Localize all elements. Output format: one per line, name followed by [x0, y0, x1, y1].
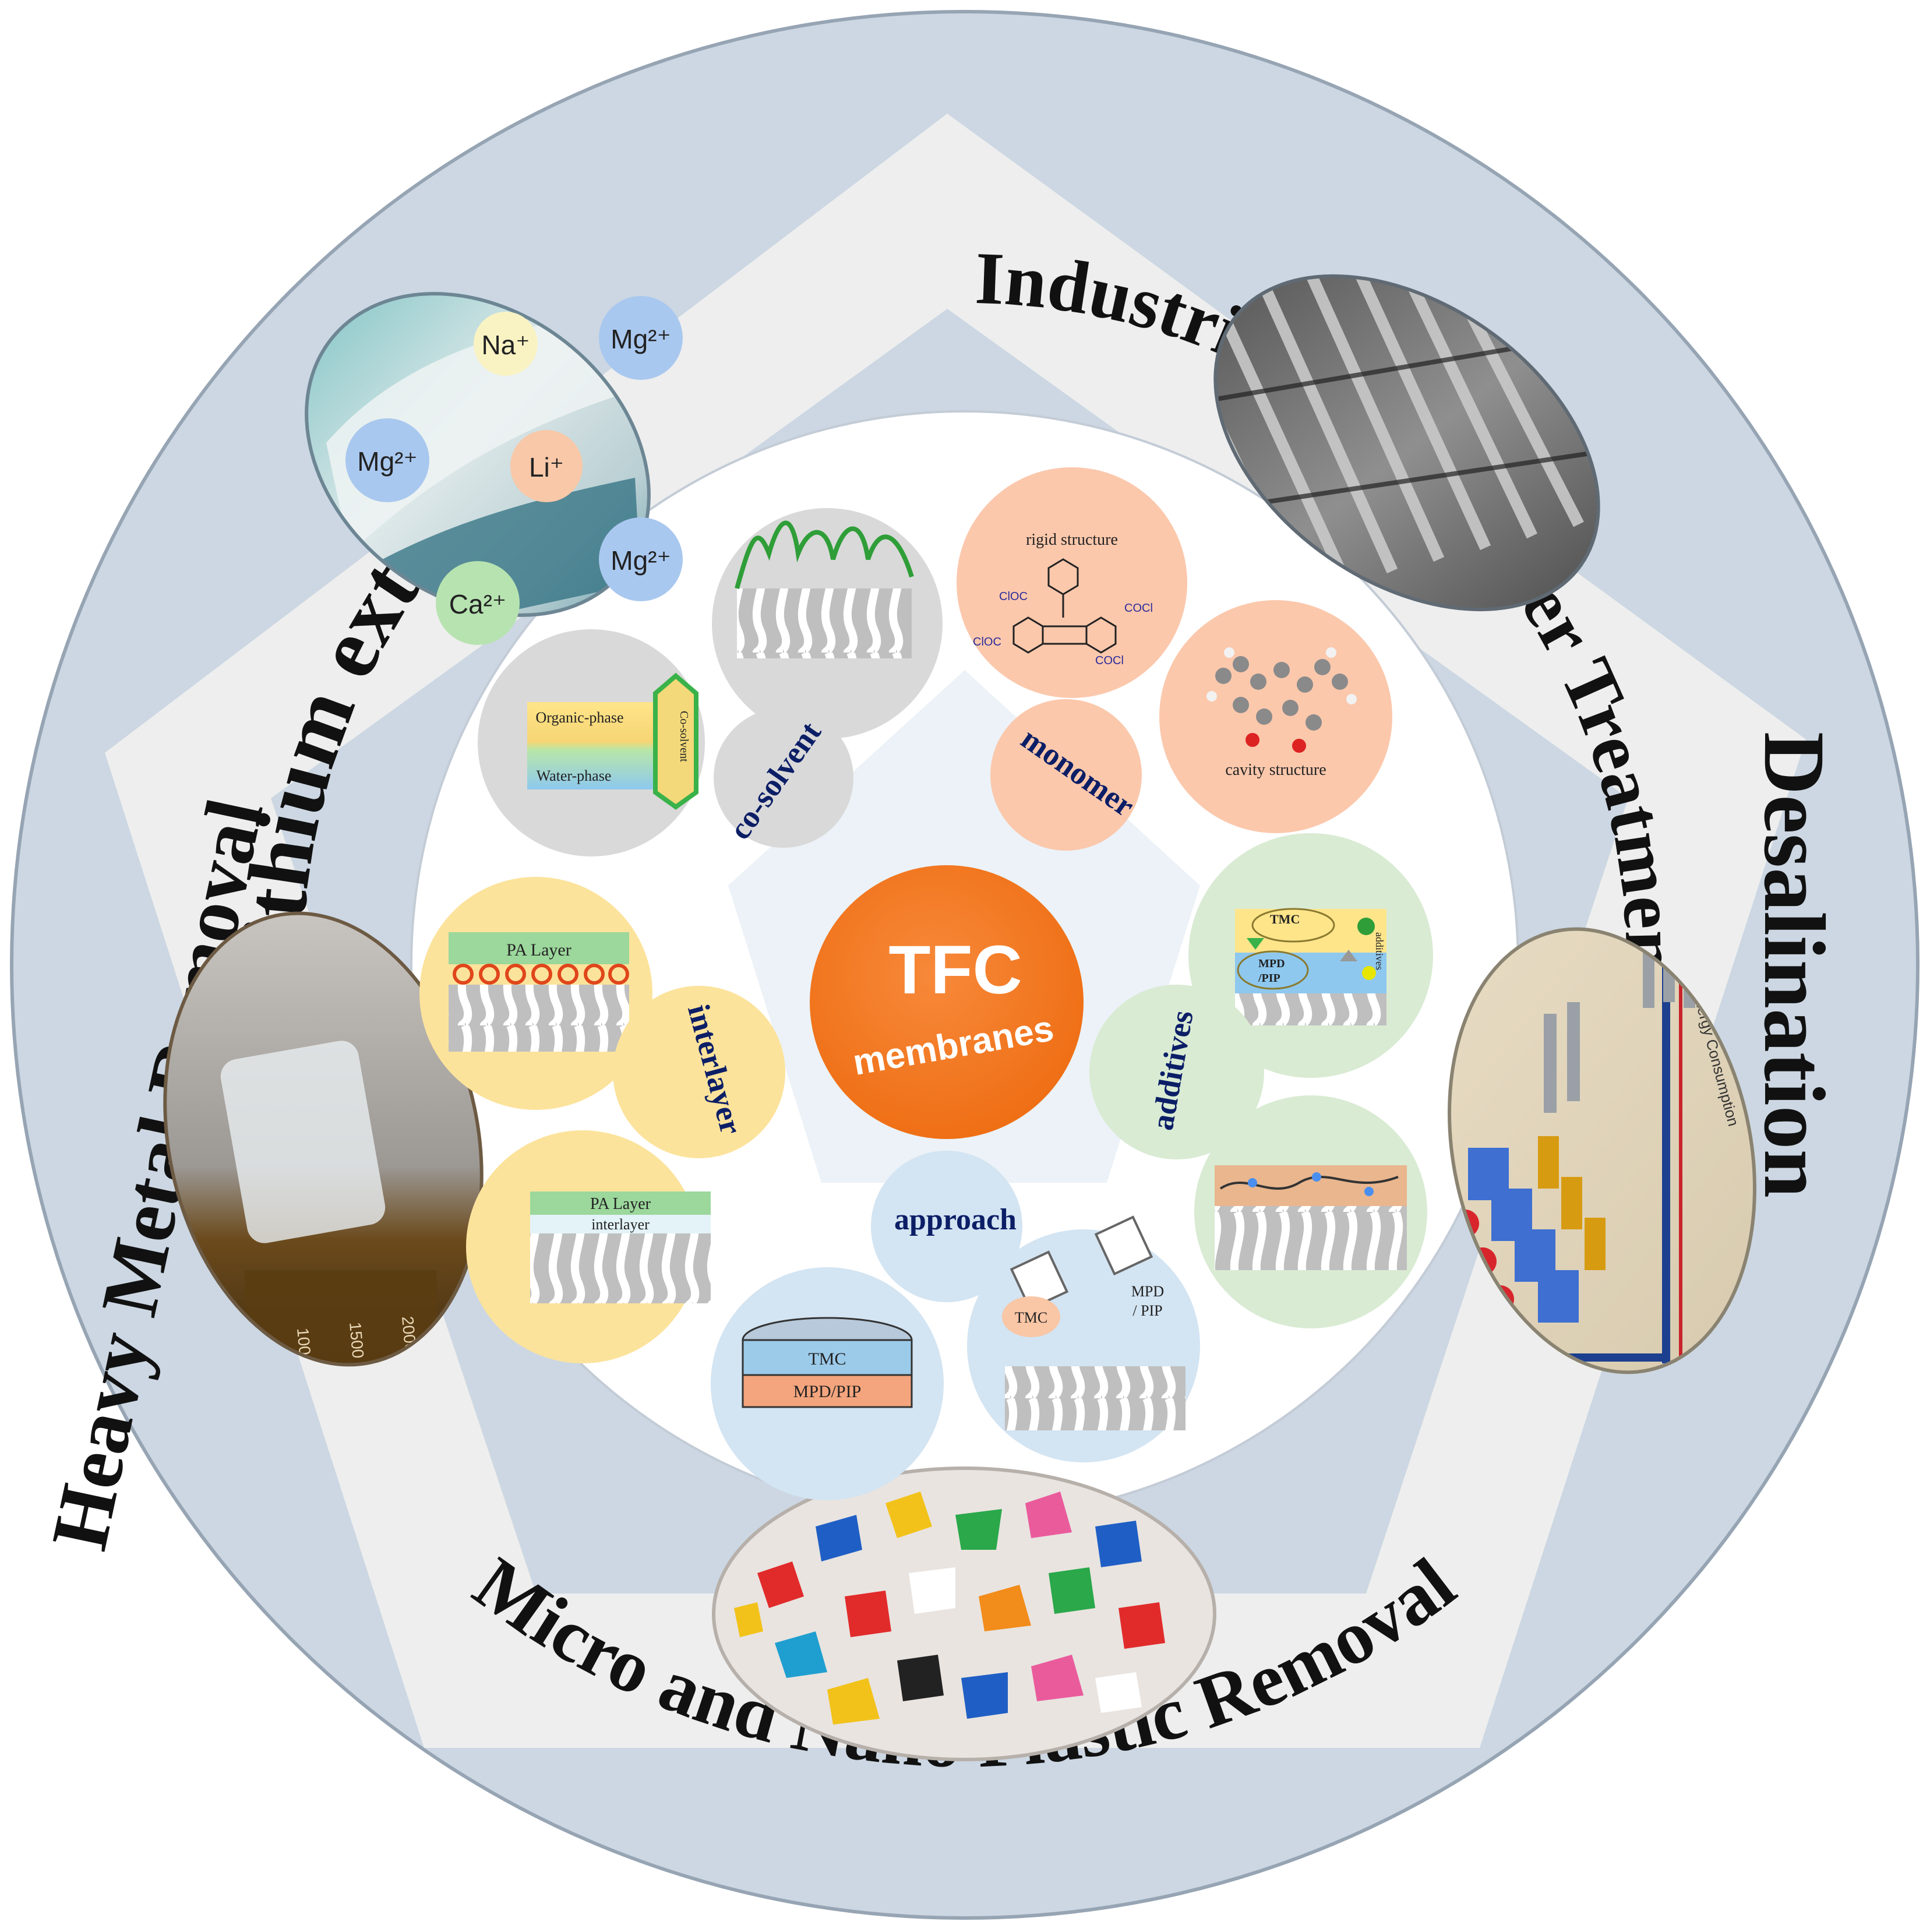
- pour-support-layer: [1005, 1366, 1185, 1430]
- svg-text:Ca²⁺: Ca²⁺: [449, 589, 506, 619]
- interlayer-label-bubble: [613, 986, 785, 1158]
- label-desalination: Desalination: [1746, 732, 1843, 1198]
- cosolvent-hex-label: Co-solvent: [678, 711, 690, 762]
- ion-ca: Ca²⁺: [436, 561, 520, 645]
- cocl-label-1: COCl: [1124, 602, 1153, 615]
- monomer-group: rigid structure ClOC ClOC COCl COCl: [957, 467, 1392, 851]
- cloc-label-1: ClOC: [999, 590, 1028, 603]
- phase-interface: [527, 702, 658, 789]
- approach-label: approach: [894, 1203, 1017, 1236]
- cavity-structure-bubble: [1159, 600, 1392, 833]
- ion-mg-2: Mg²⁺: [345, 418, 429, 502]
- pa-ridge-structure: [735, 520, 914, 590]
- pa-layer-label-1: PA Layer: [506, 940, 571, 960]
- additives-side-label: additives: [1374, 932, 1385, 970]
- monomer-label-bubble: [990, 699, 1142, 851]
- rigid-structure-label: rigid structure: [1026, 531, 1118, 549]
- pa-layer-band-2: [530, 1191, 711, 1215]
- interlayer-band: [530, 1215, 711, 1233]
- cavity-structure-label: cavity structure: [1225, 761, 1326, 779]
- pa-layer-label-2: PA Layer: [590, 1195, 651, 1213]
- organic-phase-label: Organic-phase: [535, 709, 623, 726]
- tfc-title: TFC: [888, 932, 1022, 1009]
- approach-label-bubble: [871, 1151, 1022, 1302]
- additives-label-bubble: [1089, 985, 1264, 1159]
- ion-mg-3: Mg²⁺: [599, 517, 683, 601]
- calixarene-molecule: [1206, 647, 1357, 753]
- additive-particle-green: [1357, 918, 1375, 935]
- interlayer-band-label: interlayer: [591, 1216, 650, 1233]
- additives-pip-label: /PIP: [1258, 972, 1280, 985]
- cosolvent-label-bubble: [714, 708, 853, 848]
- rigid-structure-bubble: [957, 467, 1187, 698]
- additives-mpd-label: MPD: [1258, 957, 1285, 970]
- beaker-mpd: MPD / PIP: [1094, 1215, 1164, 1319]
- tfc-center-circle: [810, 865, 1084, 1139]
- ion-li: Li⁺: [510, 430, 583, 502]
- interlayer-nanoparticles: [453, 964, 629, 985]
- additives-tmc-label: TMC: [1270, 912, 1300, 926]
- plastic-fragments-image: [712, 1466, 1216, 1761]
- svg-text:Mg²⁺: Mg²⁺: [611, 324, 671, 354]
- svg-text:MPD: MPD: [1131, 1283, 1164, 1300]
- interlayer-group: PA Layer interlayer PA Layer interlayer: [419, 877, 785, 1363]
- additives-group: TMC MPD /PIP additives additives: [1089, 833, 1433, 1328]
- additives-water-layer: [1235, 953, 1386, 993]
- svg-text:/ PIP: / PIP: [1132, 1302, 1162, 1319]
- pa-layer-band-1: [449, 932, 629, 964]
- approach-group: approach TMC MPD/PIP TMC MPD / PIP: [711, 1151, 1200, 1500]
- svg-text:Li⁺: Li⁺: [529, 452, 564, 482]
- svg-text:Mg²⁺: Mg²⁺: [611, 545, 671, 576]
- ion-na: Na⁺: [474, 312, 538, 376]
- interlayer-support-2: [530, 1233, 711, 1303]
- svg-text:Mg²⁺: Mg²⁺: [357, 446, 418, 477]
- cosolvent-support-layer: [737, 588, 912, 658]
- cocl-label-2: COCl: [1095, 654, 1124, 667]
- dish-mpd-pip-label: MPD/PIP: [793, 1382, 862, 1401]
- additives-support-layer: [1235, 993, 1386, 1025]
- additive-particle-yellow: [1362, 966, 1376, 980]
- beaker-mark-1500: 1500: [346, 1321, 367, 1359]
- water-phase-label: Water-phase: [537, 767, 612, 784]
- dish-tmc-label: TMC: [808, 1349, 846, 1369]
- svg-text:TMC: TMC: [1015, 1309, 1047, 1326]
- interlayer-support-1: [449, 985, 629, 1052]
- cloc-label-2: ClOC: [973, 636, 1001, 648]
- cosolvent-hexagon: [653, 672, 698, 810]
- svg-text:Na⁺: Na⁺: [481, 330, 530, 360]
- cosolvent-group: Organic-phase Water-phase Co-solvent co-…: [478, 508, 943, 856]
- nanocomposite-pa-layer: [1215, 1165, 1407, 1206]
- triptycene-molecule: [1012, 558, 1117, 654]
- nanocomposite-support-layer: [1215, 1206, 1407, 1270]
- ion-mg-1: Mg²⁺: [599, 296, 683, 380]
- dish-mpd-layer: [742, 1374, 913, 1408]
- beaker-tmc: TMC: [1002, 1250, 1069, 1337]
